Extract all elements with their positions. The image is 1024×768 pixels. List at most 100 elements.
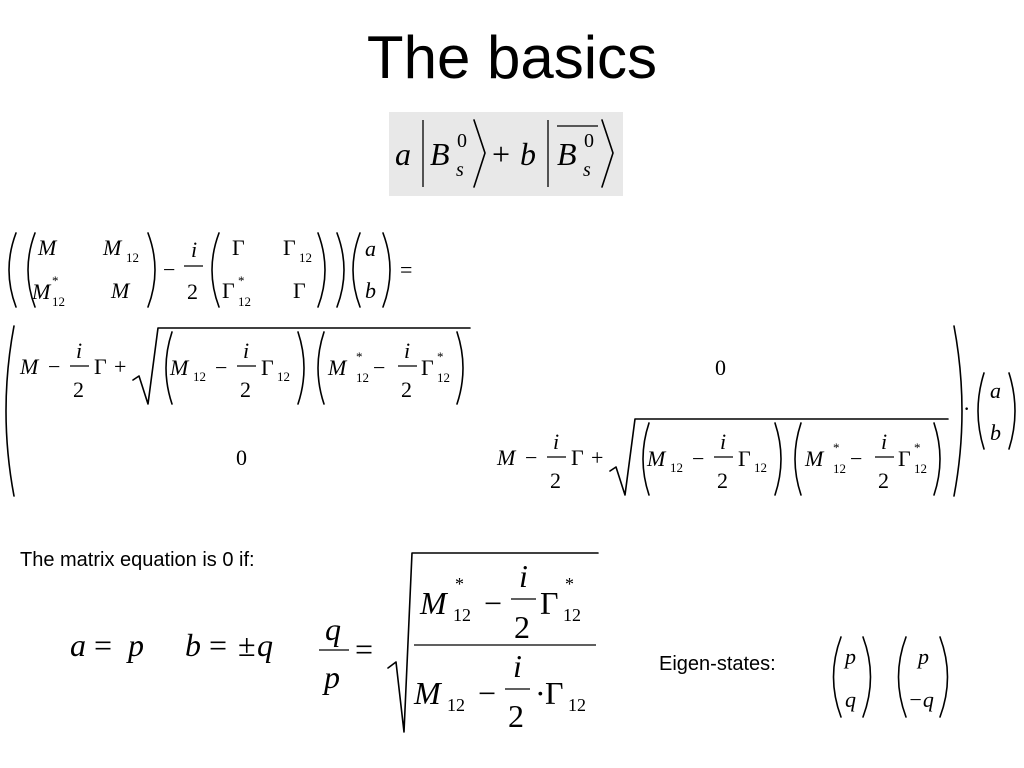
vector-paren-left (977, 372, 985, 450)
math-symbol: * (52, 273, 59, 288)
math-symbol: i (76, 338, 82, 363)
math-symbol: = (355, 631, 373, 667)
math-symbol: i (553, 429, 559, 454)
math-symbol: 2 (187, 279, 198, 304)
mass-matrix-equation: M M 12 M * 12 M − i 2 Γ Γ 12 Γ * 12 Γ a … (8, 232, 412, 309)
subscript-s: s (456, 159, 464, 181)
math-symbol: 2 (514, 609, 530, 645)
math-symbol: 12 (126, 250, 139, 265)
math-symbol: M (496, 445, 517, 470)
b-meson-symbol: B (557, 136, 577, 172)
math-symbol: b (990, 420, 1001, 445)
math-symbol: Γ (540, 585, 559, 621)
math-symbol: − (484, 585, 502, 621)
math-symbol: Γ (94, 354, 107, 379)
matrix-m-paren-right (147, 232, 156, 308)
math-symbol: * (455, 574, 464, 594)
math-symbol: 12 (193, 369, 206, 384)
math-symbol: 2 (508, 698, 524, 734)
math-symbol: i (720, 429, 726, 454)
math-symbol: − (692, 446, 704, 471)
math-symbol: 12 (670, 460, 683, 475)
math-symbol: p (843, 644, 856, 669)
math-symbol: * (238, 273, 245, 288)
math-symbol: i (519, 558, 528, 594)
superscript-zero: 0 (457, 130, 467, 152)
b-meson-symbol: B (430, 136, 450, 172)
math-symbol: 2 (878, 468, 889, 493)
slide-title: The basics (366, 24, 658, 91)
math-symbol: 12 (437, 370, 450, 385)
math-symbol: − (525, 445, 537, 470)
math-symbol: 12 (563, 605, 581, 625)
math-symbol: 12 (453, 605, 471, 625)
math-symbol: a (990, 378, 1001, 403)
math-symbol: − (48, 354, 60, 379)
math-symbol: + (591, 445, 603, 470)
math-symbol: * (914, 440, 921, 455)
vector-paren-left (352, 232, 361, 308)
math-symbol: Γ (421, 355, 434, 380)
vector-paren-left (897, 636, 907, 718)
math-symbol: i (881, 429, 887, 454)
math-symbol: q (325, 611, 341, 647)
eigen-state-vectors: p q p −q (832, 636, 949, 718)
math-symbol: − (373, 355, 385, 380)
matrix-gamma-paren-right (317, 232, 326, 308)
math-symbol: M (19, 354, 40, 379)
math-symbol: p (322, 659, 340, 695)
math-symbol: 12 (447, 695, 465, 715)
bracket (297, 331, 305, 405)
math-symbol: Γ (898, 446, 911, 471)
coefficient-a: a (395, 136, 411, 172)
ket-angle (473, 119, 486, 188)
plus-sign: + (492, 136, 510, 172)
math-symbol: M (646, 446, 667, 471)
math-symbol: M (419, 585, 449, 621)
vector-paren-right (382, 232, 391, 308)
vector-paren-right (862, 636, 872, 718)
math-symbol: −q (908, 687, 934, 712)
ket-angle (601, 119, 614, 188)
math-symbol: * (356, 349, 363, 364)
outer-paren-right (336, 232, 345, 308)
radical-sign (609, 418, 949, 496)
math-symbol: p (916, 644, 929, 669)
math-symbol: M (37, 235, 58, 260)
math-symbol: 2 (240, 377, 251, 402)
math-symbol: 2 (73, 377, 84, 402)
q-over-p-formula: q p = M * 12 − i 2 Γ * 12 M 12 − i 2 · Γ… (319, 552, 599, 734)
math-symbol: b (365, 278, 376, 303)
math-symbol: * (833, 440, 840, 455)
math-symbol: 12 (238, 294, 251, 309)
math-symbol: M (327, 355, 348, 380)
eigen-coefficients: a = p b = ± q (70, 627, 273, 663)
bracket (642, 422, 650, 496)
math-symbol: 2 (401, 377, 412, 402)
math-symbol: 2 (550, 468, 561, 493)
math-symbol: 12 (277, 369, 290, 384)
math-symbol: Γ (261, 355, 274, 380)
math-symbol: 12 (833, 461, 846, 476)
math-symbol: · (535, 675, 546, 711)
math-symbol: + (114, 354, 126, 379)
math-symbol: 12 (299, 250, 312, 265)
bracket (794, 422, 802, 496)
math-symbol: 2 (717, 468, 728, 493)
math-symbol: − (850, 446, 862, 471)
math-symbol: 12 (356, 370, 369, 385)
math-symbol: Γ (571, 445, 584, 470)
math-symbol: a (70, 627, 86, 663)
vector-paren-right (1008, 372, 1016, 450)
math-symbol: 12 (914, 461, 927, 476)
bracket (933, 422, 941, 496)
math-symbol: * (437, 349, 444, 364)
bracket (165, 331, 173, 405)
math-symbol: i (404, 338, 410, 363)
condition-text: The matrix equation is 0 if: (20, 549, 255, 571)
diag-paren-left (5, 325, 15, 497)
math-symbol: M (31, 279, 52, 304)
superscript-zero: 0 (584, 130, 594, 152)
diag-paren-right (953, 325, 963, 497)
